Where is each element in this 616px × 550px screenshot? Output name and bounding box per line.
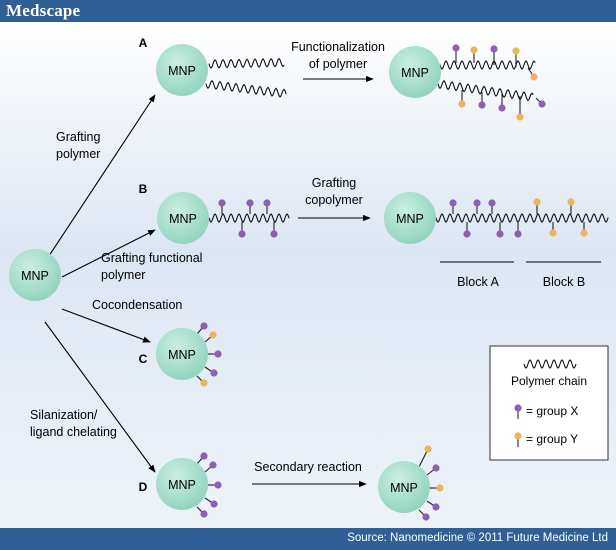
svg-text:MNP: MNP <box>21 269 49 283</box>
group-x-marker <box>218 199 226 214</box>
legend: Polymer chain = group X = group Y <box>489 345 609 461</box>
group-x-marker <box>449 199 457 214</box>
route-label-cocondensation: Cocondensation <box>92 298 182 312</box>
arrow-to-c <box>61 308 151 343</box>
group-x-marker <box>246 199 254 214</box>
polymer-chain-a-2 <box>205 79 287 98</box>
svg-text:MNP: MNP <box>168 348 196 362</box>
svg-text:MNP: MNP <box>390 481 418 495</box>
block-b-label: Block B <box>543 275 585 289</box>
group-x-marker <box>452 44 460 63</box>
route-label-grafting-polymer-2: polymer <box>56 147 100 161</box>
route-label-grafting-functional-1: Grafting functional <box>101 251 202 265</box>
group-x-marker <box>238 222 246 238</box>
group-y-marker <box>533 198 541 214</box>
polymer-chain-b <box>208 213 290 223</box>
group-x-marker <box>196 452 208 465</box>
group-x-marker <box>535 97 546 108</box>
group-y-marker <box>512 47 520 67</box>
group-y-marker <box>516 96 524 121</box>
mnp-a: MNP <box>156 44 208 96</box>
step-label-secondary-reaction: Secondary reaction <box>254 460 362 474</box>
panel-label-a: A <box>139 36 148 50</box>
svg-text:MNP: MNP <box>168 478 196 492</box>
mnp-d-product: MNP <box>378 461 430 513</box>
arrow-to-a <box>44 94 156 263</box>
group-x-marker <box>463 222 471 238</box>
group-x-marker <box>204 366 218 377</box>
polymer-chain-a-1 <box>208 57 285 69</box>
medscape-logo: Medscape <box>6 1 81 20</box>
svg-text:MNP: MNP <box>396 212 424 226</box>
legend-group-y: = group Y <box>526 432 578 446</box>
group-x-marker <box>208 350 222 358</box>
polymer-chain-a-func-2 <box>437 79 534 102</box>
route-label-grafting-polymer-1: Grafting <box>56 130 101 144</box>
source-credit: Source: Nanomedicine © 2011 Future Medic… <box>347 532 608 544</box>
legend-group-y-marker <box>514 432 522 447</box>
group-x-marker <box>204 497 218 508</box>
group-y-marker <box>196 375 208 387</box>
group-y-marker <box>430 484 444 492</box>
group-x-marker <box>488 199 496 214</box>
panel-label-d: D <box>139 480 148 494</box>
polymer-chain-a-func-1 <box>439 60 536 70</box>
group-x-marker <box>263 199 271 214</box>
panel-label-c: C <box>139 352 148 366</box>
group-x-marker <box>426 500 440 511</box>
group-y-marker <box>580 222 588 237</box>
group-y-marker <box>204 331 217 343</box>
group-y-marker <box>567 198 575 214</box>
route-label-silanization-2: ligand chelating <box>30 425 117 439</box>
svg-text:MNP: MNP <box>169 212 197 226</box>
svg-text:MNP: MNP <box>401 66 429 80</box>
step-label-grafting-copolymer-2: copolymer <box>305 193 363 207</box>
step-label-functionalization-2: of polymer <box>309 57 367 71</box>
group-y-marker <box>418 445 432 468</box>
group-x-marker <box>426 464 440 476</box>
group-y-marker <box>549 222 557 237</box>
group-x-marker <box>498 94 506 112</box>
group-x-marker <box>490 45 498 65</box>
group-x-marker <box>196 506 208 518</box>
group-y-marker <box>470 46 478 63</box>
group-x-marker <box>473 199 481 214</box>
legend-polymer-chain: Polymer chain <box>511 374 587 388</box>
group-x-marker <box>496 222 504 238</box>
group-x-marker <box>196 322 208 335</box>
group-x-marker <box>204 461 217 473</box>
group-y-marker <box>527 67 538 81</box>
grafting-diagram: MNP MNP MNP MNP MNP MNP <box>0 22 616 528</box>
arrow-to-b <box>61 229 156 278</box>
group-x-marker <box>478 92 486 109</box>
group-x-marker <box>208 481 222 489</box>
mnp-d: MNP <box>156 458 208 510</box>
legend-polymer-chain-sample <box>523 359 577 369</box>
mnp-b: MNP <box>157 192 209 244</box>
group-x-marker <box>270 222 278 238</box>
block-a-label: Block A <box>457 275 499 289</box>
route-label-grafting-functional-2: polymer <box>101 268 145 282</box>
route-label-silanization-1: Silanization/ <box>30 408 98 422</box>
polymer-chain-b-copolymer <box>435 213 609 223</box>
panel-label-b: B <box>139 182 148 196</box>
mnp-core: MNP <box>9 249 61 301</box>
mnp-c: MNP <box>156 328 208 380</box>
mnp-a-functionalized: MNP <box>389 46 441 98</box>
header-bar: Medscape <box>0 0 616 22</box>
group-y-marker <box>458 90 466 108</box>
step-label-functionalization-1: Functionalization <box>291 40 385 54</box>
svg-text:MNP: MNP <box>168 64 196 78</box>
step-label-grafting-copolymer-1: Grafting <box>312 176 357 190</box>
group-x-marker <box>418 509 430 521</box>
legend-group-x: = group X <box>526 404 578 418</box>
footer-bar: Source: Nanomedicine © 2011 Future Medic… <box>0 528 616 550</box>
arrow-to-d <box>44 321 156 473</box>
legend-group-x-marker <box>514 404 522 419</box>
group-x-marker <box>514 222 522 238</box>
mnp-b-copolymer: MNP <box>384 192 436 244</box>
